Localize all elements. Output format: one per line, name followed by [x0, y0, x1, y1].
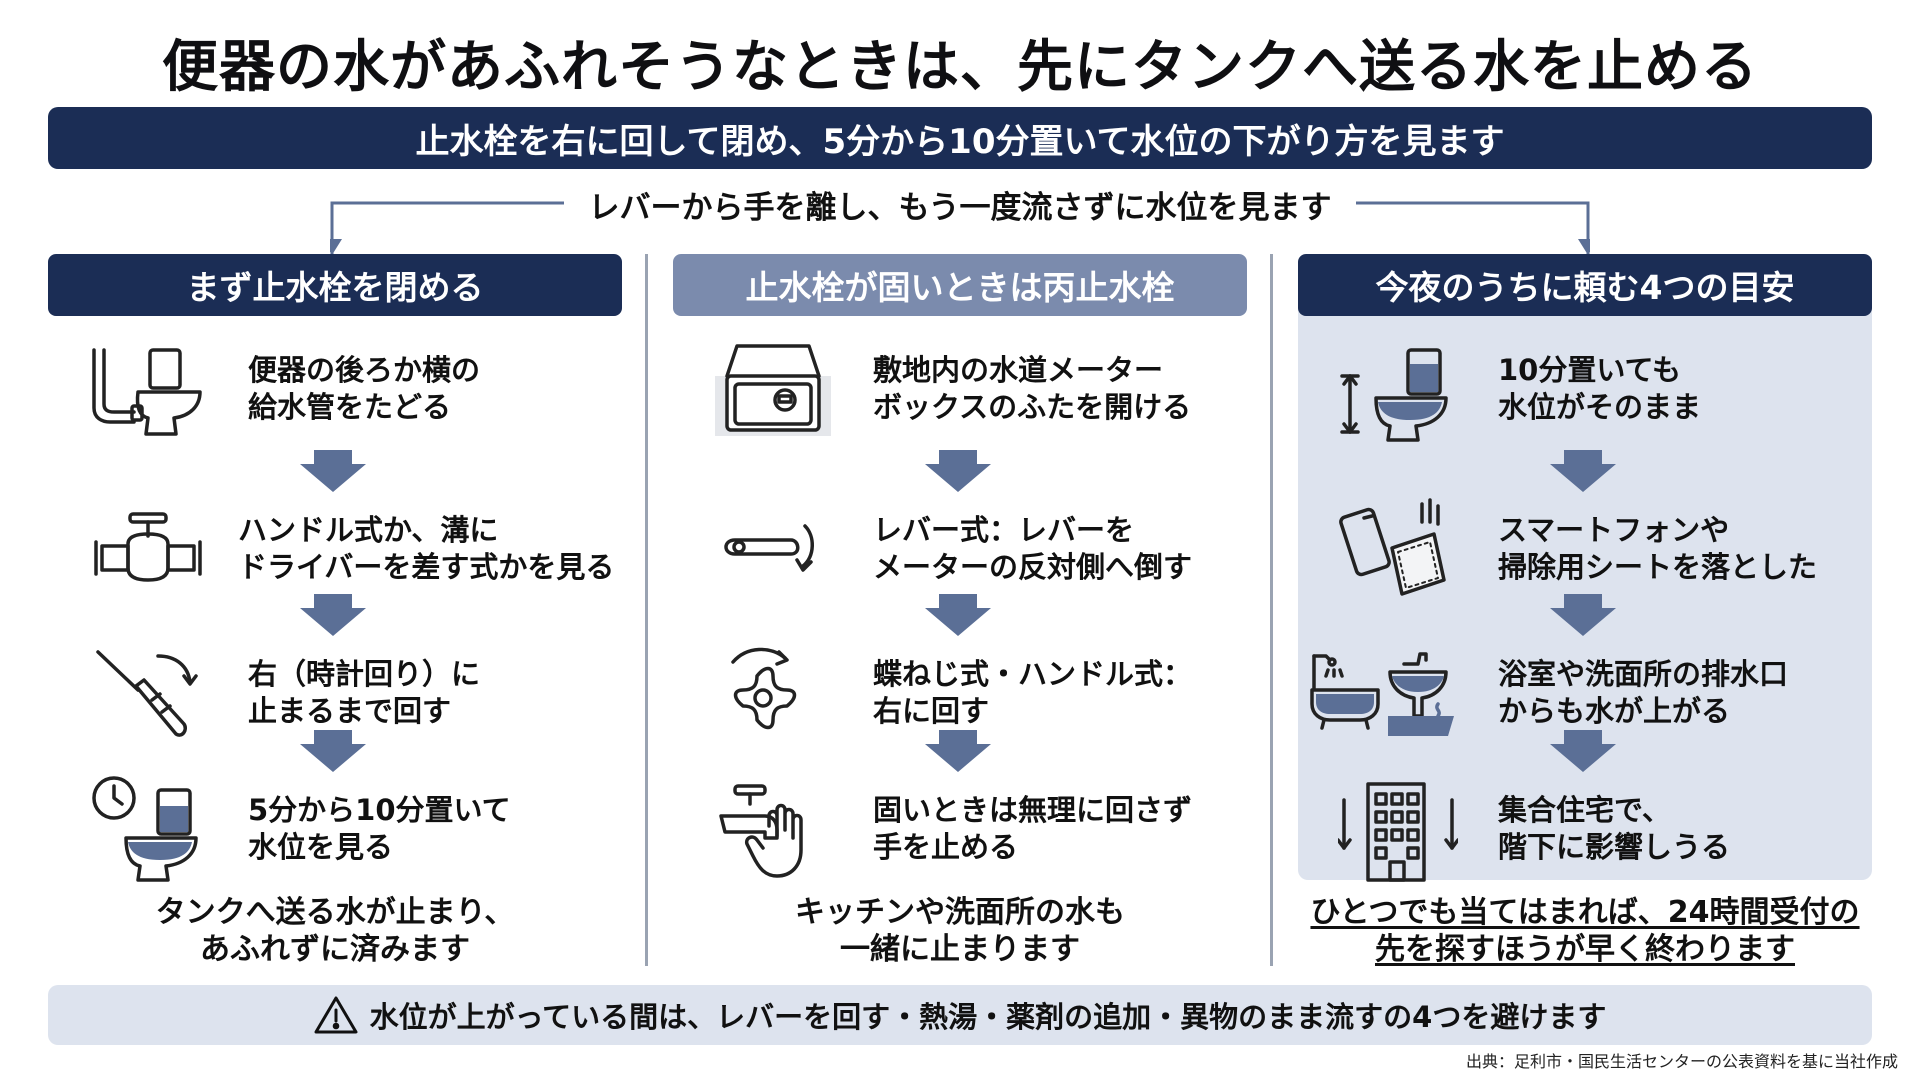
- step-text: レバー式：レバーをメーターの反対側へ倒す: [873, 513, 1193, 584]
- step-text: 5分から10分置いて水位を見る: [248, 793, 511, 864]
- column-divider: [1270, 254, 1273, 966]
- source-note: 出典：足利市・国民生活センターの公表資料を基に当社作成: [1465, 1052, 1898, 1071]
- step-text: 浴室や洗面所の排水口からも水が上がる: [1498, 657, 1789, 728]
- bath-sink-overflow-icon: [1308, 640, 1458, 750]
- toilet-water-level-icon: [1338, 336, 1458, 446]
- step-text: 固いときは無理に回さず手を止める: [873, 793, 1193, 864]
- down-arrow-icon: [925, 730, 991, 772]
- column-header: 今夜のうちに頼む4つの目安: [1298, 254, 1872, 316]
- step-item: スマートフォンや掃除用シートを落とした: [1298, 496, 1872, 606]
- step-text: 10分置いても水位がそのまま: [1498, 353, 1702, 424]
- column-header: まず止水栓を閉める: [48, 254, 622, 316]
- step-text: 便器の後ろか横の給水管をたどる: [248, 353, 481, 424]
- column-footer: キッチンや洗面所の水も一緒に止まります: [795, 895, 1125, 967]
- step-item: 右（時計回り）に止まるまで回す: [48, 640, 622, 750]
- apartment-building-icon: [1336, 776, 1460, 886]
- step-text: スマートフォンや掃除用シートを落とした: [1498, 513, 1818, 584]
- down-arrow-icon: [925, 594, 991, 636]
- step-item: 固いときは無理に回さず手を止める: [673, 776, 1247, 886]
- step-item: 集合住宅で、階下に影響しうる: [1298, 776, 1872, 886]
- step-text: 右（時計回り）に止まるまで回す: [248, 657, 481, 728]
- screwdriver-turn-icon: [88, 640, 208, 750]
- meter-box-icon: [713, 336, 833, 446]
- column-main-valve: 止水栓が固いときは丙止水栓 敷地内の水道メーターボックスのふたを開ける レバー式…: [673, 254, 1247, 967]
- column-footer: タンクへ送る水が止まり、あふれずに済みます: [155, 895, 515, 967]
- valve-icon: [88, 496, 208, 606]
- down-arrow-icon: [300, 594, 366, 636]
- step-item: 浴室や洗面所の排水口からも水が上がる: [1298, 640, 1872, 750]
- column-call-criteria: 今夜のうちに頼む4つの目安 10分置いても水位がそのまま: [1298, 254, 1872, 967]
- column-header: 止水栓が固いときは丙止水栓: [673, 254, 1247, 316]
- step-item: ハンドル式か、溝にドライバーを差す式かを見る: [48, 496, 622, 606]
- toilet-pipe-icon: [88, 336, 208, 446]
- column-divider: [645, 254, 648, 966]
- step-text: 敷地内の水道メーターボックスのふたを開ける: [873, 353, 1192, 424]
- step-item: 5分から10分置いて水位を見る: [48, 776, 622, 886]
- down-arrow-icon: [300, 450, 366, 492]
- step-item: 蝶ねじ式・ハンドル式：右に回す: [673, 640, 1247, 750]
- down-arrow-icon: [300, 730, 366, 772]
- lever-handle-icon: [713, 496, 833, 606]
- page-title: 便器の水があふれそうなときは、先にタンクへ送る水を止める: [162, 35, 1758, 100]
- step-text: 集合住宅で、階下に影響しうる: [1498, 793, 1731, 864]
- warning-text: 水位が上がっている間は、レバーを回す・熱湯・薬剤の追加・異物のまま流すの4つを避…: [369, 1000, 1607, 1034]
- clock-toilet-icon: [88, 776, 208, 886]
- down-arrow-icon: [1550, 730, 1616, 772]
- column-footer: ひとつでも当てはまれば、24時間受付の先を探すほうが早く終わります: [1310, 895, 1860, 967]
- step-item: 敷地内の水道メーターボックスのふたを開ける: [673, 336, 1247, 446]
- step-text: 蝶ねじ式・ハンドル式：右に回す: [873, 657, 1193, 728]
- step-text: ハンドル式か、溝にドライバーを差す式かを見る: [238, 513, 615, 584]
- connector-label: レバーから手を離し、もう一度流さずに水位を見ます: [0, 182, 1920, 227]
- column-close-valve: まず止水栓を閉める 便器の後ろか横の給水管をたどる ハンドル式: [48, 254, 622, 967]
- step-item: 10分置いても水位がそのまま: [1298, 336, 1872, 446]
- step-item: レバー式：レバーをメーターの反対側へ倒す: [673, 496, 1247, 606]
- down-arrow-icon: [1550, 594, 1616, 636]
- down-arrow-icon: [925, 450, 991, 492]
- step-item: 便器の後ろか横の給水管をたどる: [48, 336, 622, 446]
- phone-sheet-drop-icon: [1338, 496, 1458, 606]
- butterfly-handle-icon: [713, 640, 833, 750]
- warning-bar: 水位が上がっている間は、レバーを回す・熱湯・薬剤の追加・異物のまま流すの4つを避…: [48, 985, 1872, 1045]
- warning-icon: [314, 996, 358, 1034]
- faucet-hand-stop-icon: [713, 776, 833, 886]
- summary-banner: 止水栓を右に回して閉め、5分から10分置いて水位の下がり方を見ます: [48, 107, 1872, 169]
- down-arrow-icon: [1550, 450, 1616, 492]
